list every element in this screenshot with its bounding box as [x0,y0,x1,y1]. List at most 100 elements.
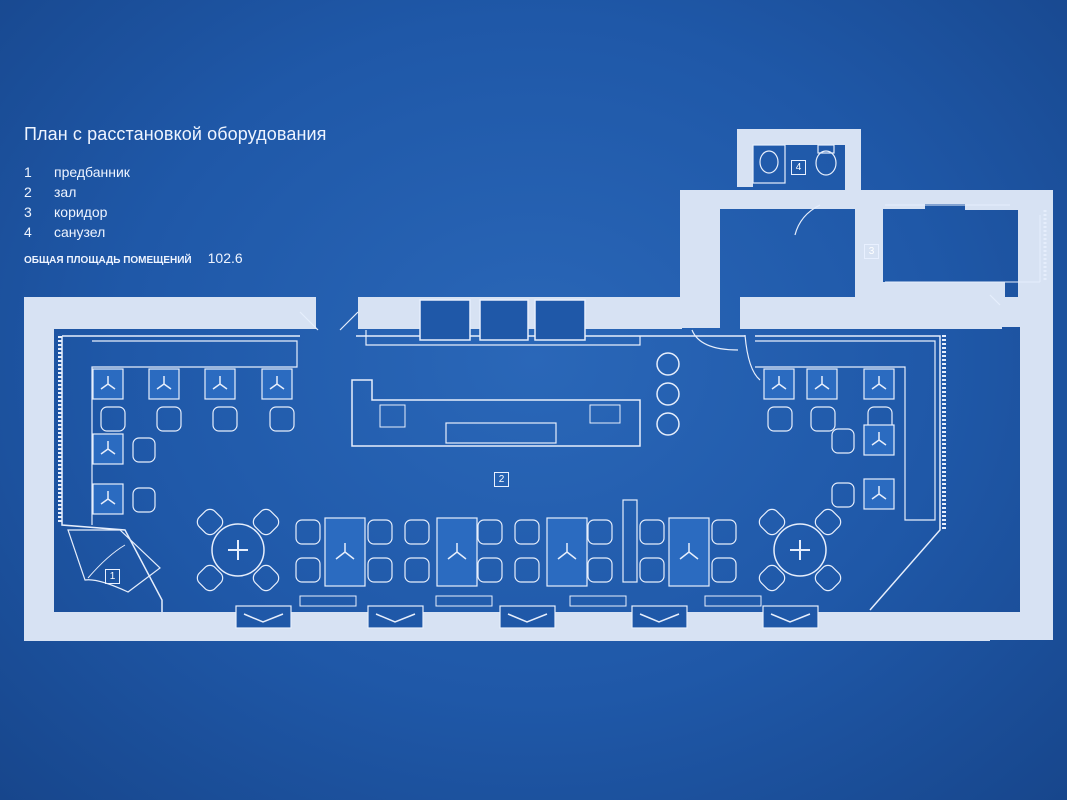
bar-counter [351,379,641,447]
door-swing [339,311,359,331]
bar-sink [445,422,557,444]
wall-segment [737,129,753,187]
legend-label: предбанник [54,164,130,180]
table-base [100,441,116,455]
chair [477,557,503,583]
chair [711,519,737,545]
legend-item: 3 коридор [24,202,130,222]
display-cabinet [479,299,529,341]
chair [295,519,321,545]
legend-item: 1 предбанник [24,162,130,182]
table-base [228,540,248,560]
bar-equipment [589,404,621,424]
corridor-outline [885,204,1041,283]
chair [252,508,280,536]
chair [477,519,503,545]
table-base [335,543,355,560]
chair [587,557,613,583]
window-seat [499,605,556,629]
room-legend: 1 предбанник 2 зал 3 коридор 4 санузел [24,162,130,242]
table-base [156,376,172,390]
table-base [871,486,887,500]
display-cabinet [534,299,586,341]
chair [156,406,182,432]
wall-segment [24,297,54,641]
chair [639,557,665,583]
bar-equipment [379,404,406,428]
total-area-value: 102.6 [207,250,243,266]
plan-title: План с расстановкой оборудования [24,124,327,144]
chair [196,508,224,536]
chair [367,519,393,545]
radiator [569,595,627,607]
window-seat [762,605,819,629]
chair [758,508,786,536]
radiator [704,595,762,607]
square-table [763,368,795,400]
table-base [100,376,116,390]
table-base [447,543,467,560]
table-base [871,432,887,446]
chair [269,406,295,432]
door-swing [794,204,821,236]
chair [814,564,842,592]
table-base [871,376,887,390]
legend-item: 2 зал [24,182,130,202]
seat-cushion [375,613,416,623]
legend-number: 3 [24,204,32,220]
window-seat [235,605,292,629]
wall-segment [990,297,1020,327]
chair [212,406,238,432]
legend-number: 1 [24,164,32,180]
wall-segment [1020,297,1053,640]
wall-segment [915,190,967,204]
wall-segment [1018,197,1053,297]
chair [196,564,224,592]
banquette [755,340,936,521]
round-table [211,523,265,577]
seat-cushion [639,613,680,623]
chair [639,519,665,545]
bar-stool [656,352,680,376]
table-base [269,376,285,390]
chair [367,557,393,583]
chair [404,557,430,583]
table-base [790,540,810,560]
seat-cushion [770,613,811,623]
legend-label: коридор [54,204,108,220]
legend-label: санузел [54,224,106,240]
table-base [212,376,228,390]
wall-segment [737,129,852,145]
total-area: ОБЩАЯ ПЛОЩАДЬ ПОМЕЩЕНИЙ 102.6 [24,250,243,266]
chair [587,519,613,545]
chair [758,564,786,592]
chair [295,557,321,583]
table-base [557,543,577,560]
table-base [679,543,699,560]
toilet-tank [817,144,835,154]
chair [767,406,793,432]
legend-number: 4 [24,224,32,240]
banquette [91,340,298,525]
table-base [100,491,116,505]
chair [810,406,836,432]
chair [100,406,126,432]
bar-stool [656,412,680,436]
door-swing [691,329,739,351]
divider-planter [622,499,638,583]
chair [514,519,540,545]
wall-segment [24,297,316,329]
chair [831,482,855,508]
seat-cushion [243,613,284,623]
legend-number: 2 [24,184,32,200]
sink [752,144,786,184]
room-tag-1: 1 [105,569,120,584]
door-swing [989,294,1001,306]
window-seat [367,605,424,629]
furniture [91,340,936,629]
door-swing [744,334,761,381]
radiator [435,595,493,607]
round-table [773,523,827,577]
chair [132,487,156,513]
